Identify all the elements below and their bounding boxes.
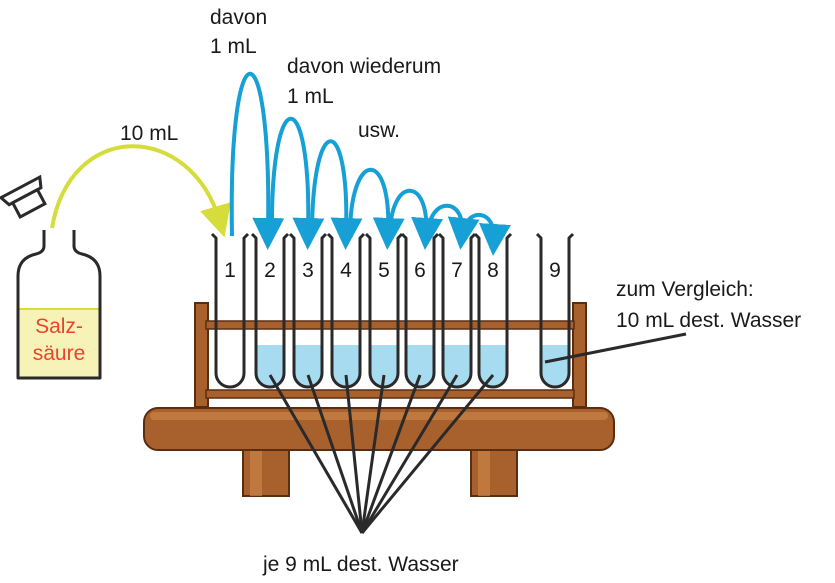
label-first-transfer-line2: 1 mL	[210, 35, 257, 58]
tube-water-5	[370, 345, 398, 387]
tube-number-5: 5	[378, 259, 390, 282]
bottle-label-line1: Salz-	[35, 315, 83, 338]
test-tube-2: 2	[250, 232, 290, 389]
transfer-arrow-4-5	[348, 167, 405, 250]
transfer-arrow-6-7	[426, 203, 480, 250]
transfer-arrow-1-2	[229, 71, 285, 250]
tube-number-1: 1	[224, 259, 236, 282]
transfer-arrows	[229, 71, 511, 256]
label-second-transfer-line1: davon wiederum	[287, 55, 441, 78]
tube-number-6: 6	[414, 259, 426, 282]
rack-post-left	[194, 302, 209, 408]
test-tube-3: 3	[288, 232, 328, 389]
tube-water-2	[256, 345, 284, 387]
transfer-arrow-3-4	[310, 139, 363, 250]
tube-number-8: 8	[487, 259, 499, 282]
tube-number-7: 7	[451, 259, 463, 282]
rack-top-rail	[205, 320, 575, 330]
label-comparison-line1: zum Vergleich:	[616, 278, 754, 301]
transfer-arrow-5-6	[388, 188, 444, 250]
test-tube-9: 9	[535, 232, 575, 389]
tube-number-2: 2	[264, 259, 276, 282]
tube-water-3	[294, 345, 322, 387]
test-tube-8: 8	[473, 232, 513, 389]
test-tube-6: 6	[400, 232, 440, 389]
comparison-leader-line	[544, 332, 687, 364]
label-comparison-line2: 10 mL dest. Wasser	[616, 309, 801, 332]
tube-water-7	[443, 345, 471, 387]
acid-transfer-arrow	[50, 144, 231, 238]
water-leader-lines	[268, 374, 495, 534]
transfer-arrow-2-3	[269, 117, 325, 250]
label-second-transfer-line2: 1 mL	[287, 85, 334, 108]
label-water-note: je 9 mL dest. Wasser	[262, 553, 459, 576]
tube-number-3: 3	[302, 259, 314, 282]
bottle-label-line2: säure	[33, 342, 86, 365]
label-acid-transfer: 10 mL	[120, 122, 178, 145]
label-etc: usw.	[358, 119, 400, 142]
test-tube-4: 4	[326, 232, 366, 389]
rack-table	[143, 407, 615, 497]
tube-water-4	[332, 345, 360, 387]
tube-water-9	[541, 345, 569, 387]
acid-bottle: Salz- säure	[0, 174, 102, 380]
test-tubes: 1 2 3 4 5 6 7 8 9	[210, 232, 575, 389]
test-tube-1: 1	[210, 232, 250, 389]
test-tube-5: 5	[364, 232, 404, 389]
transfer-arrow-7-8	[462, 213, 511, 256]
label-first-transfer-line1: davon	[210, 6, 267, 29]
bottle-cap	[0, 174, 47, 219]
acid-liquid	[19, 309, 99, 377]
tube-water-6	[406, 345, 434, 387]
tube-water-8	[479, 345, 507, 387]
test-tube-7: 7	[437, 232, 477, 389]
tube-number-4: 4	[340, 259, 352, 282]
rack-bottom-rail	[205, 389, 575, 399]
tube-number-9: 9	[549, 259, 561, 282]
